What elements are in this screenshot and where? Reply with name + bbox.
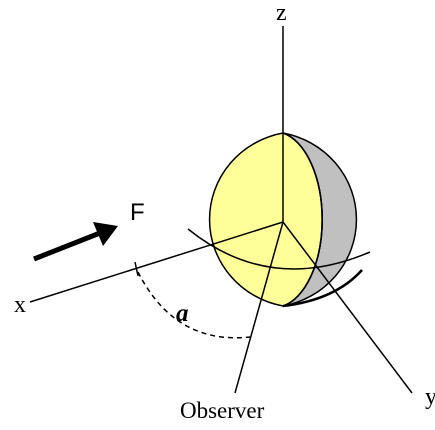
axes	[29, 26, 413, 394]
terminator-line	[282, 132, 323, 307]
force-arrow	[33, 222, 118, 262]
observer-line	[234, 221, 284, 394]
force-label: F	[130, 199, 145, 226]
y-axis-line	[282, 221, 413, 394]
angle-label: a	[176, 300, 189, 327]
sphere	[187, 132, 371, 308]
x-axis-tick	[134, 261, 139, 277]
z-axis-label: z	[276, 0, 287, 26]
observer-label: Observer	[180, 398, 265, 423]
force-arrow-head	[93, 222, 118, 246]
y-axis-label: y	[425, 384, 435, 410]
equator-line	[187, 228, 371, 270]
sphere-lit-region	[208, 132, 323, 307]
angle-arc	[137, 271, 251, 339]
sphere-lower-edge	[282, 269, 363, 308]
force-arrow-shaft	[33, 230, 101, 262]
x-axis-line	[29, 221, 284, 303]
x-axis-label: x	[14, 292, 26, 318]
